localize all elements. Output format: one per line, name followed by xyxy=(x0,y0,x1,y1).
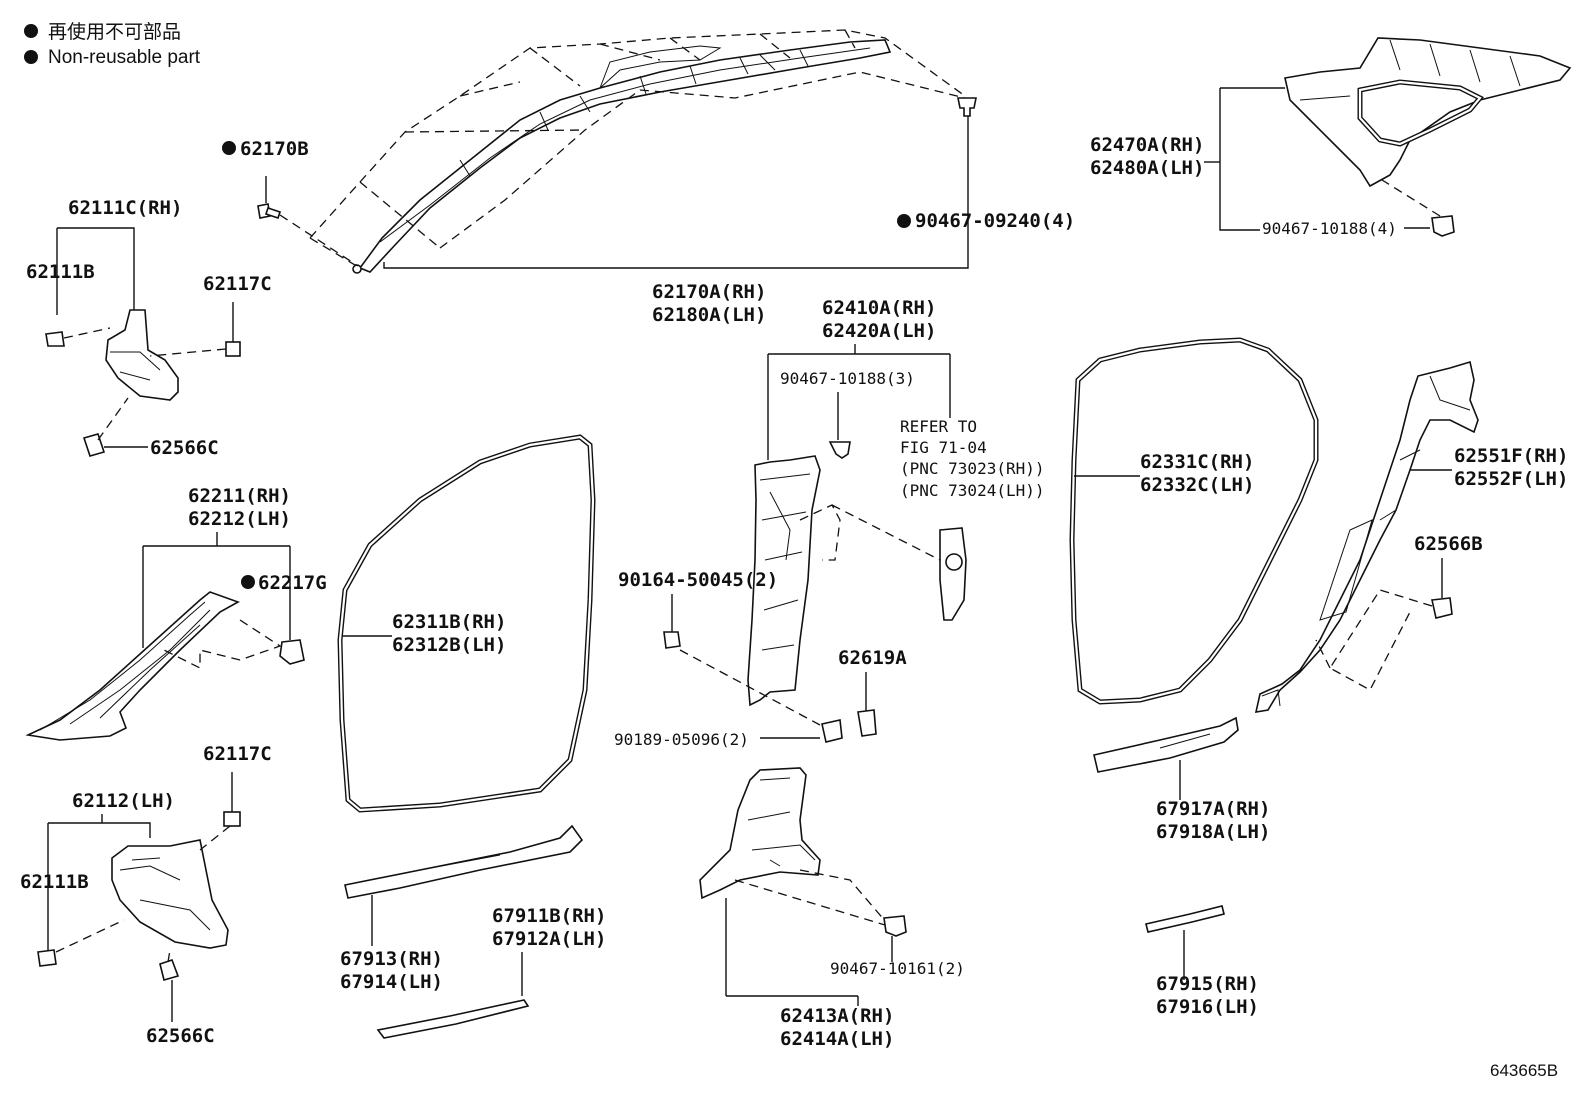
label-62111b-top: 62111B xyxy=(26,261,95,283)
label-62217g: 62217G xyxy=(258,572,327,594)
center-pillar-upper-garnish xyxy=(747,455,821,707)
label-pnc-73023: (PNC 73023(RH)) xyxy=(900,459,1045,478)
clip-62619a-icon xyxy=(857,709,877,737)
diagram-id: 643665B xyxy=(1490,1061,1558,1080)
non-reusable-bullet-icon xyxy=(222,141,236,155)
label-62112: 62112(LH) xyxy=(72,790,175,812)
roof-side-inner-garnish xyxy=(1284,37,1572,188)
clip-90467-10161-icon xyxy=(883,915,907,937)
front-pillar-garnish xyxy=(25,591,240,741)
clip-62566c-icon xyxy=(82,433,106,457)
label-62117c-bot: 62117C xyxy=(203,743,272,765)
non-reusable-bullet-icon xyxy=(24,50,38,64)
cowl-side-trim-rh xyxy=(105,309,179,401)
label-62470a: 62470A(RH) xyxy=(1090,134,1204,156)
label-67915: 67915(RH) xyxy=(1156,973,1259,995)
label-pnc-73024: (PNC 73024(LH)) xyxy=(900,481,1045,500)
label-refer-to: REFER TO xyxy=(900,417,977,436)
label-67913: 67913(RH) xyxy=(340,948,443,970)
legend-en-text: Non-reusable part xyxy=(48,47,201,68)
front-scuff-plate-outer xyxy=(376,999,530,1039)
label-67917a: 67917A(RH) xyxy=(1156,798,1270,820)
label-90467-09240: 90467-09240(4) xyxy=(915,210,1075,232)
label-62111c: 62111C(RH) xyxy=(68,197,182,219)
clip-62217g-icon xyxy=(279,639,305,665)
legend-jp-text: 再使用不可部品 xyxy=(48,21,181,43)
clip-90467-10188-4-icon xyxy=(1431,215,1455,237)
label-90467-10188-4: 90467-10188(4) xyxy=(1262,219,1397,238)
label-62180a: 62180A(LH) xyxy=(652,304,766,326)
legend: 再使用不可部品 Non-reusable part xyxy=(24,21,201,68)
rear-pillar-garnish xyxy=(1254,360,1479,713)
curtain-airbag-assembly xyxy=(352,39,892,274)
nut-62117c-icon xyxy=(225,341,241,357)
label-fig-71-04: FIG 71-04 xyxy=(900,438,987,457)
label-62117c-top: 62117C xyxy=(203,273,272,295)
clip-90467-09240-icon xyxy=(957,97,977,117)
front-door-weatherstrip xyxy=(337,434,596,813)
label-62170a: 62170A(RH) xyxy=(652,281,766,303)
clip-62111b-icon xyxy=(45,331,65,347)
label-62211: 62211(RH) xyxy=(188,485,291,507)
label-62566b: 62566B xyxy=(1414,533,1483,555)
label-62566c-bot: 62566C xyxy=(146,1025,215,1047)
label-62413a: 62413A(RH) xyxy=(780,1005,894,1027)
label-62170b: 62170B xyxy=(240,138,309,160)
label-62480a: 62480A(LH) xyxy=(1090,157,1204,179)
non-reusable-bullet-icon xyxy=(24,24,38,38)
label-62332c: 62332C(LH) xyxy=(1140,474,1254,496)
clip-62566c-lower-icon xyxy=(159,958,180,981)
rear-scuff-plate-outer xyxy=(1145,905,1225,933)
label-67916: 67916(LH) xyxy=(1156,996,1259,1018)
label-62410a: 62410A(RH) xyxy=(822,297,936,319)
nut-62117c-lower-icon xyxy=(223,811,241,827)
label-62619a: 62619A xyxy=(838,647,907,669)
label-62414a: 62414A(LH) xyxy=(780,1028,894,1050)
label-62552f: 62552F(LH) xyxy=(1454,468,1568,490)
clip-90467-10188-icon xyxy=(828,441,851,459)
nut-90189-icon xyxy=(821,719,843,743)
cowl-side-trim-lh xyxy=(111,839,229,949)
rear-door-weatherstrip xyxy=(1069,337,1319,705)
center-pillar-lower-garnish xyxy=(699,767,821,900)
clip-62566b-icon xyxy=(1431,597,1453,619)
non-reusable-bullet-icon xyxy=(241,575,255,589)
label-62420a: 62420A(LH) xyxy=(822,320,936,342)
seat-belt-anchor-cover xyxy=(939,527,967,621)
clip-62111b-lower-icon xyxy=(37,949,57,967)
non-reusable-bullet-icon xyxy=(897,214,911,228)
rear-scuff-plate-inner xyxy=(1093,716,1239,773)
label-90164: 90164-50045(2) xyxy=(618,569,778,591)
label-90467-10188-3: 90467-10188(3) xyxy=(780,369,915,388)
label-67912a: 67912A(LH) xyxy=(492,928,606,950)
label-62331c: 62331C(RH) xyxy=(1140,451,1254,473)
label-67911b: 67911B(RH) xyxy=(492,905,606,927)
bolt-90164-icon xyxy=(663,631,681,649)
label-62111b-bot: 62111B xyxy=(20,871,89,893)
label-67914: 67914(LH) xyxy=(340,971,443,993)
label-62311b: 62311B(RH) xyxy=(392,611,506,633)
label-62312b: 62312B(LH) xyxy=(392,634,506,656)
label-90467-10161: 90467-10161(2) xyxy=(830,959,965,978)
label-62566c-top: 62566C xyxy=(150,437,219,459)
label-62551f: 62551F(RH) xyxy=(1454,445,1568,467)
front-scuff-plate-inner xyxy=(344,824,584,899)
label-90189: 90189-05096(2) xyxy=(614,730,749,749)
label-62212: 62212(LH) xyxy=(188,508,291,530)
label-67918a: 67918A(LH) xyxy=(1156,821,1270,843)
bolt-62170b-icon xyxy=(257,203,282,220)
